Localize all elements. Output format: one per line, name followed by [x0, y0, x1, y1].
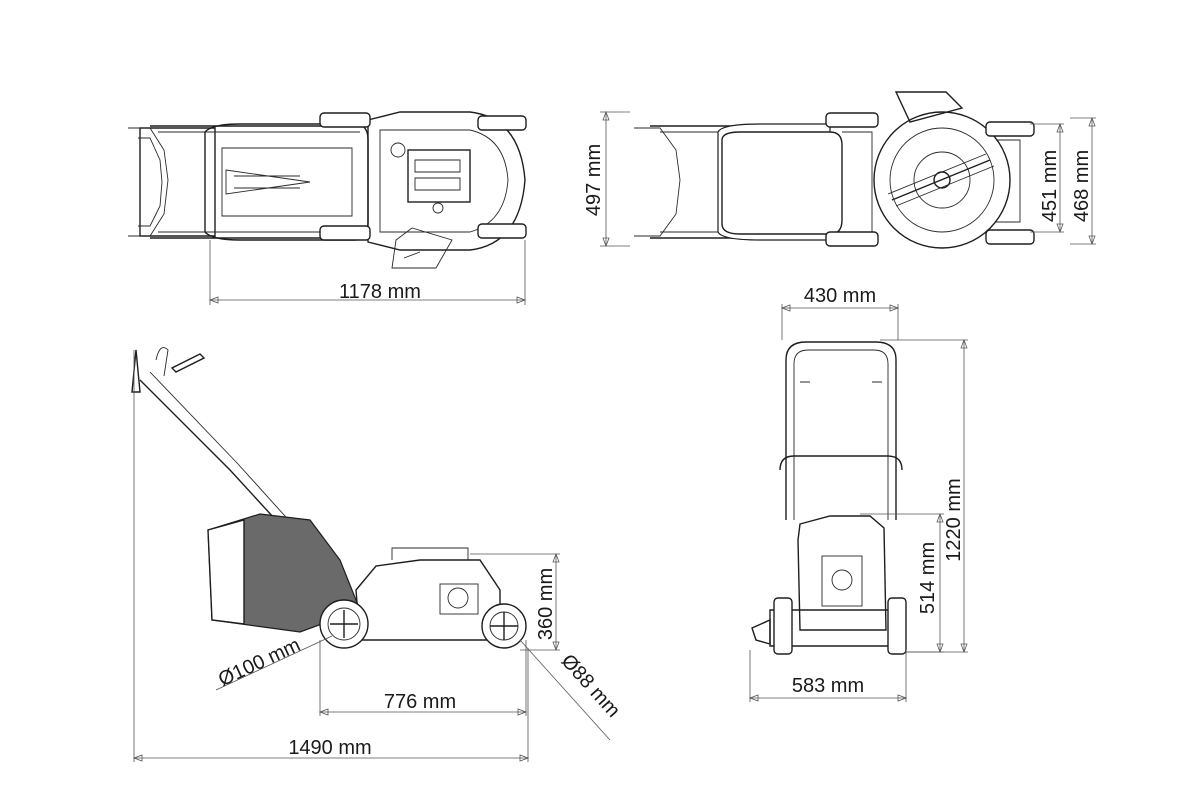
underside-view-wheel-front-right: [985, 229, 1035, 245]
rear-view-engine: [797, 515, 887, 631]
underside-view-468-label: 468 mm: [1071, 150, 1093, 222]
top-view-wheel-front-right: [477, 223, 527, 239]
rear-view-wheel-left: [773, 597, 793, 655]
side-view-1490-label: 1490 mm: [288, 737, 371, 759]
underside-view-blade: [891, 159, 991, 201]
rear-view: 430 mm 583 mm 514 mm 1220 mm: [748, 285, 968, 702]
top-view-grass-bag: [204, 123, 369, 241]
rear-view-583-label: 583 mm: [792, 675, 864, 697]
side-view-360-label: 360 mm: [535, 568, 557, 640]
underside-view-handle-grip: [634, 127, 681, 237]
side-view-deck: [355, 559, 501, 641]
rear-view-wheel-right: [887, 597, 907, 655]
top-view: 1178 mm: [128, 111, 527, 305]
top-view-wheel-rear-left: [319, 112, 371, 128]
top-view-discharge-flap: [391, 227, 453, 269]
side-view-776-label: 776 mm: [384, 691, 456, 713]
underside-view-deck: [873, 111, 1011, 249]
underside-view-wheel-rear-left: [825, 112, 879, 128]
rear-view-514-label: 514 mm: [917, 542, 939, 614]
rear-view-430-label: 430 mm: [804, 285, 876, 307]
top-view-handle-bars: [150, 125, 360, 239]
top-view-length-label: 1178 mm: [339, 281, 421, 303]
side-view-rear-wheel-diameter-label: Ø100 mm: [215, 634, 304, 691]
rear-view-handle: [785, 341, 897, 520]
side-view-front-wheel-diameter-label: Ø88 mm: [557, 650, 625, 722]
underside-view-wheel-rear-right: [825, 231, 879, 247]
underside-view-wheel-front-left: [985, 121, 1035, 137]
underside-view-grass-bag: [721, 131, 843, 235]
side-view: 360 mm Ø100 mm Ø88 mm 776 mm 1490 mm: [131, 347, 625, 762]
top-view-grass-bag-outline: [139, 127, 216, 237]
underside-view-discharge-flap: [894, 91, 964, 123]
top-view-wheel-rear-right: [319, 225, 371, 241]
rear-view-1220-label: 1220 mm: [943, 478, 965, 561]
top-view-wheel-front-left: [477, 115, 527, 131]
underside-view-497-label: 497 mm: [583, 144, 605, 216]
side-view-engine: [391, 547, 469, 560]
top-view-engine-cover: [407, 149, 471, 203]
underside-view-451-label: 451 mm: [1039, 150, 1061, 222]
underside-view: 497 mm 451 mm 468 mm: [583, 91, 1096, 249]
